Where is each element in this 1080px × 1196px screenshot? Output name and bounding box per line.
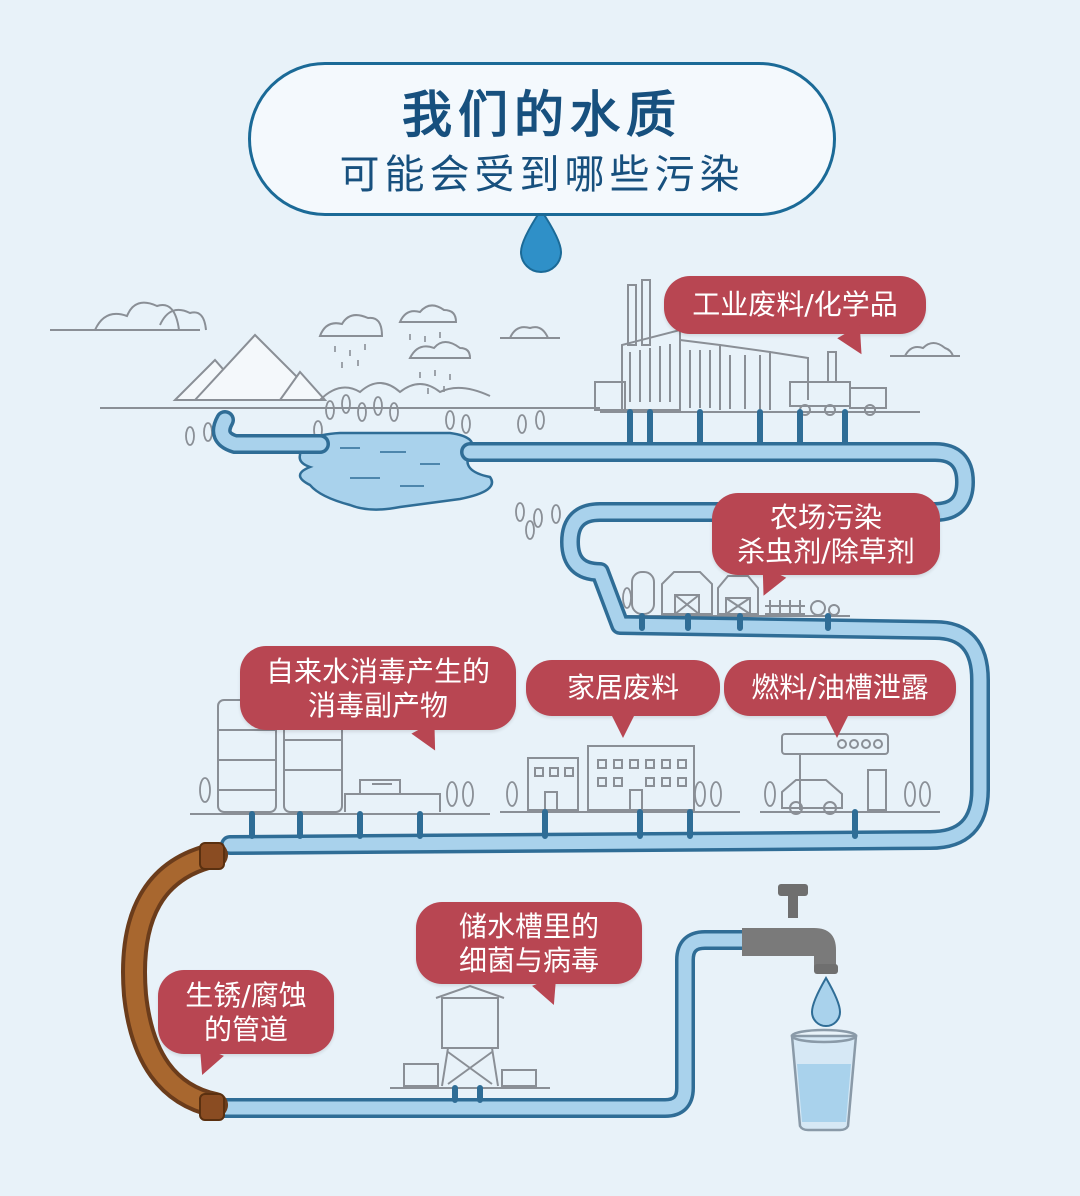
- bubble-farm-line-1: 农场污染: [769, 501, 882, 534]
- bubble-industrial-line-1: 工业废料/化学品: [692, 288, 898, 321]
- bubble-rust-line-1: 生锈/腐蚀: [185, 979, 307, 1012]
- bubble-household: 家居废料: [526, 660, 720, 738]
- trees: [185, 394, 931, 807]
- bubble-disinfection: 自来水消毒产生的 消毒副产物: [240, 646, 516, 757]
- water-drop-icon: [519, 208, 563, 273]
- bubble-rust: 生锈/腐蚀 的管道: [158, 970, 334, 1080]
- bubble-disinfection-line-2: 消毒副产物: [307, 689, 448, 722]
- mountains: [100, 333, 600, 409]
- clouds: [50, 301, 960, 359]
- glass-icon: [790, 1028, 858, 1132]
- houses: [500, 745, 740, 813]
- bubble-tank-line-1: 储水槽里的: [458, 910, 599, 943]
- water-tower: [390, 984, 550, 1089]
- faucet-icon: [742, 884, 838, 974]
- title-panel: 我们的水质 可能会受到哪些污染: [248, 62, 836, 216]
- water-pipe: [121, 409, 990, 1121]
- farm: [620, 571, 850, 617]
- bubble-fuel: 燃料/油槽泄露: [724, 660, 956, 738]
- falling-drop-icon: [810, 976, 842, 1027]
- gas-station: [760, 733, 940, 815]
- rain: [334, 332, 451, 394]
- bubble-tank: 储水槽里的 细菌与病毒: [416, 902, 642, 1010]
- bubble-rust-line-2: 的管道: [203, 1013, 288, 1046]
- page-subtitle: 可能会受到哪些污染: [339, 152, 745, 198]
- bubble-industrial: 工业废料/化学品: [664, 276, 926, 361]
- bubble-tank-line-2: 细菌与病毒: [458, 944, 599, 977]
- bubble-disinfection-line-1: 自来水消毒产生的: [265, 655, 490, 688]
- bubble-farm-line-2: 杀虫剂/除草剂: [737, 535, 915, 568]
- bubble-farm: 农场污染 杀虫剂/除草剂: [712, 493, 940, 602]
- bubble-household-line-1: 家居废料: [566, 671, 679, 704]
- lake: [298, 431, 494, 511]
- page-title: 我们的水质: [402, 86, 682, 144]
- lake-ripples: [340, 447, 440, 487]
- bubble-fuel-line-1: 燃料/油槽泄露: [751, 671, 929, 704]
